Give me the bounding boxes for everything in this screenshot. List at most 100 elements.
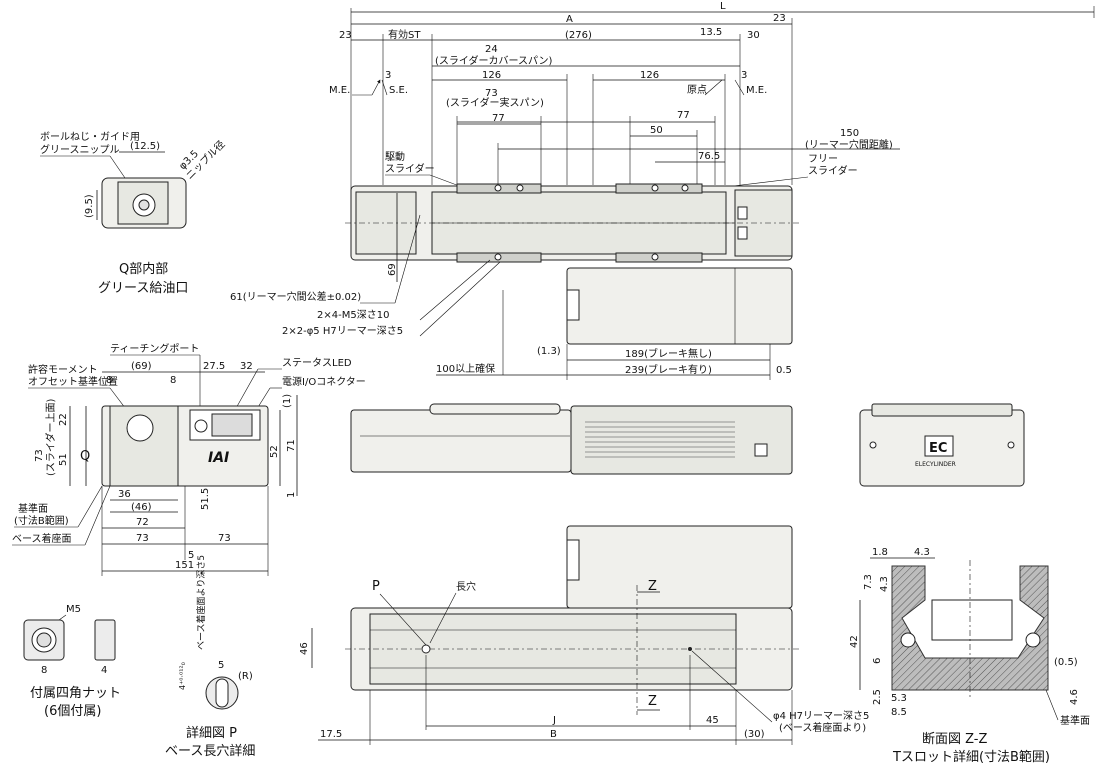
dim-72: 72 (136, 517, 149, 528)
note-phi4-1: φ4 H7リーマー深さ5 (773, 710, 869, 722)
label-origin: 原点 (687, 84, 707, 96)
dim-4-nut: 4 (101, 665, 107, 676)
dim-0-5: 0.5 (776, 365, 792, 376)
dim-3-right: 3 (741, 70, 747, 81)
sec-4-6: 4.6 (1069, 689, 1080, 705)
sec-4-3: 4.3 (914, 547, 930, 558)
dim-24: 24 (485, 44, 498, 55)
grease-caption-1: Q部内部 (119, 261, 168, 277)
label-me-left: M.E. (329, 85, 350, 96)
side-logo: IAI (208, 450, 229, 466)
dim-17-5: 17.5 (320, 729, 342, 740)
dim-8-nut: 8 (41, 665, 47, 676)
nut-caption-2: (6個付属) (44, 704, 101, 719)
detail-p-caption-1: 詳細図 P (186, 725, 237, 741)
label-moment-2: オフセット基準位置 (28, 375, 118, 388)
label-drive-slider-2: スライダー (385, 162, 435, 175)
dim-8-right: 8 (170, 375, 176, 386)
detail-p-vertical: ベース着座面より深さ5 (195, 555, 207, 650)
dim-36: 36 (118, 489, 131, 500)
sec-caption-2: Tスロット詳細(寸法B範囲) (892, 749, 1050, 765)
sec-7-3: 7.3 (863, 574, 874, 590)
note-m5: 2×4-M5深さ10 (317, 309, 389, 321)
label-teach-port: ティーチングポート (110, 342, 199, 355)
dim-73-b: 73 (218, 533, 231, 544)
grease-detail: ボールねじ・ガイド用 グリースニップル (12.5) φ3.5 ニップル径 (9… (40, 131, 227, 296)
dim-12-5: (12.5) (130, 141, 160, 152)
dim-22: 22 (58, 413, 69, 426)
label-base-mount: ベース着座面 (12, 532, 72, 545)
sec-1-8: 1.8 (872, 547, 888, 558)
note-100: 100以上確保 (436, 362, 495, 375)
dim-j: J (552, 715, 556, 726)
dim-effective-stroke: 有効ST (388, 28, 421, 41)
detail-p-caption-2: ベース長穴詳細 (165, 743, 255, 759)
side-view: ティーチングポート 許容モーメント オフセット基準位置 (69) 8 8 27.… (12, 342, 366, 576)
label-status-led: ステータスLED (282, 357, 352, 369)
dim-b: B (550, 729, 557, 740)
dim-276: (276) (565, 30, 592, 41)
dim-reamer-pitch: (リーマー穴間距離) (805, 138, 893, 151)
dim-8-left: 8 (106, 375, 112, 386)
dim-real-span: (スライダー実スパン) (446, 96, 544, 109)
nut-caption-1: 付属四角ナット (30, 686, 121, 701)
dim-151: 151 (175, 560, 194, 571)
label-z-bottom: Z (648, 694, 657, 709)
dim-46-bottom: 46 (299, 642, 310, 655)
dim-30-bottom: (30) (744, 729, 765, 740)
dim-1-paren: (1) (282, 394, 293, 408)
dim-46: (46) (131, 502, 152, 513)
dim-76-5: 76.5 (698, 151, 720, 162)
bottom-view: P 長穴 Z Z 46 J 45 B 17.5 (30) φ4 H7リーマー深さ… (299, 525, 869, 745)
dim-69: 69 (387, 263, 398, 276)
sec-6: 6 (872, 658, 883, 664)
dim-126-left: 126 (482, 70, 501, 81)
label-p: P (372, 579, 380, 594)
section-zz: 1.8 4.3 7.3 4.3 42 6 2.5 5.3 8.5 (0.5) 4… (849, 547, 1090, 765)
label-z-top: Z (648, 579, 657, 594)
label-drive-slider-1: 駆動 (385, 150, 405, 163)
sec-8-5: 8.5 (891, 707, 907, 718)
front-brand: ELECYLINDER (915, 461, 956, 468)
dim-1: 1 (286, 492, 297, 498)
dim-73-a: 73 (136, 533, 149, 544)
dim-32: 32 (240, 361, 253, 372)
free-slider-top (615, 183, 703, 194)
dim-71: 71 (286, 439, 297, 452)
dim-27-5: 27.5 (203, 361, 225, 372)
sec-caption-1: 断面図 Z-Z (922, 732, 988, 747)
top-view: L A 23 23 有効ST 13.5 30 (276) 24 (スライダーカバ… (230, 1, 1095, 380)
dim-5: 5 (188, 550, 194, 561)
dim-L: L (720, 1, 726, 12)
grease-caption-2: グリース給油口 (98, 281, 188, 296)
sec-2-5: 2.5 (872, 689, 883, 705)
label-base-ref-1: 基準面 (18, 502, 48, 515)
dim-1-3: (1.3) (537, 346, 561, 357)
label-nipple-2: グリースニップル (40, 143, 120, 156)
dim-189: 189(ブレーキ無し) (625, 347, 712, 360)
middle-side-view (350, 403, 793, 475)
dim-23-right: 23 (773, 13, 786, 24)
label-nipple-1: ボールねじ・ガイド用 (40, 131, 140, 143)
detail-p: ベース着座面より深さ5 4⁺⁰·⁰¹²₀ 5 (R) 詳細図 P ベース長穴詳細 (165, 555, 255, 759)
dim-69-side: (69) (131, 361, 152, 372)
label-se: S.E. (389, 85, 408, 96)
front-view: EC ELECYLINDER (859, 403, 1025, 487)
dim-cover-span: (スライダーカバースパン) (435, 54, 553, 67)
label-q: Q (80, 449, 90, 464)
dim-23-left: 23 (339, 30, 352, 41)
dim-126-right: 126 (640, 70, 659, 81)
note-phi4-2: (ベース着座面より) (779, 721, 866, 734)
label-free-slider-1: フリー (808, 154, 838, 165)
label-m5: M5 (66, 604, 81, 615)
dim-3-left: 3 (385, 70, 391, 81)
sec-42: 42 (849, 635, 860, 648)
dim-239: 239(ブレーキ有り) (625, 363, 712, 376)
dim-73-side: 73 (34, 449, 45, 462)
dim-150: 150 (840, 128, 859, 139)
dim-51-5: 51.5 (200, 488, 211, 510)
detail-p-5: 5 (218, 660, 224, 671)
sec-base-ref: 基準面 (1060, 714, 1090, 727)
moment-offset-circle (126, 414, 154, 442)
